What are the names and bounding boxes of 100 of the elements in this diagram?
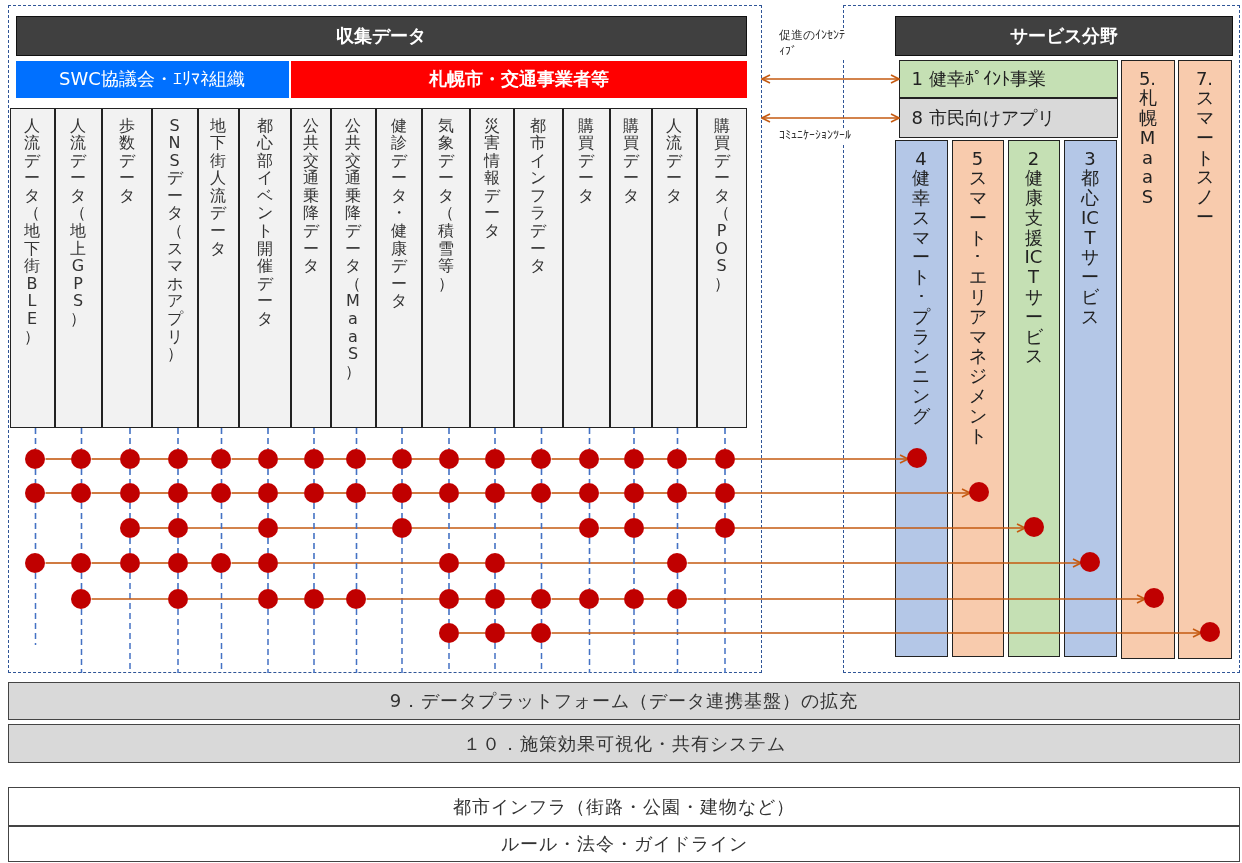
data-dot bbox=[303, 482, 324, 503]
node-text: 8 市民向けアプリ bbox=[911, 105, 1055, 130]
node-text: 9．データプラットフォーム（データ連携基盤）の拡充 bbox=[389, 689, 859, 713]
data-dot bbox=[25, 482, 45, 503]
dashed-line bbox=[355, 468, 358, 484]
data-dot bbox=[257, 482, 278, 503]
dashed-line bbox=[494, 468, 496, 484]
node-text: 購買データ bbox=[622, 116, 639, 205]
node-text: 健診データ・健康データ bbox=[390, 116, 407, 311]
data-dot bbox=[579, 482, 599, 503]
node-text: SWC協議会・ｴﾘﾏﾈ組織 bbox=[59, 67, 245, 91]
dashed-line bbox=[177, 572, 179, 590]
data-dot bbox=[257, 517, 278, 538]
data-column bbox=[9, 107, 55, 428]
data-dot bbox=[438, 448, 459, 469]
data-column bbox=[513, 107, 563, 428]
dashed-line bbox=[494, 427, 496, 450]
dashed-line bbox=[177, 537, 179, 554]
dashed-line bbox=[220, 427, 223, 450]
dashed-line bbox=[267, 537, 269, 554]
service-box bbox=[898, 59, 1118, 98]
data-dot bbox=[167, 482, 188, 503]
node-text: 人流データ（地上GPS） bbox=[70, 116, 86, 328]
data-dot bbox=[484, 622, 505, 643]
data-column bbox=[696, 107, 747, 428]
data-dot bbox=[211, 552, 231, 573]
node-text: 5.札幌MaaS bbox=[1138, 68, 1157, 208]
data-dot bbox=[303, 588, 324, 609]
node-text: 1 健幸ﾎﾟｲﾝﾄ事業 bbox=[911, 66, 1046, 91]
data-dot bbox=[438, 622, 459, 643]
data-column bbox=[290, 107, 331, 428]
data-dot bbox=[623, 482, 644, 503]
node-text: 購買データ（POS） bbox=[713, 116, 730, 293]
dashed-line bbox=[448, 572, 450, 590]
service-column bbox=[1063, 139, 1117, 657]
data-dot bbox=[346, 588, 366, 609]
dashed-line bbox=[448, 608, 450, 624]
data-dot bbox=[119, 517, 140, 538]
dashed-line bbox=[267, 572, 269, 590]
dashed-line bbox=[724, 427, 726, 450]
node-text: 公共交通乗降データ bbox=[302, 116, 319, 275]
data-dot bbox=[71, 588, 91, 609]
dashed-line bbox=[588, 427, 591, 450]
data-column bbox=[101, 107, 152, 428]
foundation-bar bbox=[8, 826, 1240, 862]
dashed-line bbox=[540, 502, 543, 590]
data-dot bbox=[167, 588, 188, 609]
node-text: 収集データ bbox=[336, 23, 426, 48]
data-dot bbox=[211, 448, 231, 469]
dashed-line bbox=[676, 427, 679, 450]
data-dot bbox=[211, 482, 231, 503]
dashed-line bbox=[676, 572, 679, 590]
category-band bbox=[290, 60, 747, 98]
data-dot bbox=[484, 588, 505, 609]
data-dot bbox=[257, 588, 278, 609]
data-dot bbox=[667, 588, 687, 609]
dashed-line bbox=[267, 468, 269, 484]
data-dot bbox=[484, 482, 505, 503]
data-dot bbox=[484, 448, 505, 469]
data-dot bbox=[531, 622, 551, 643]
node-text: 都市インフラデータ bbox=[530, 116, 546, 275]
data-dot bbox=[907, 448, 927, 468]
data-dot bbox=[438, 482, 459, 503]
data-column bbox=[197, 107, 239, 428]
dashed-group-frame bbox=[843, 5, 1240, 673]
data-dot bbox=[1080, 552, 1100, 572]
node-text: 札幌市・交通事業者等 bbox=[428, 67, 609, 91]
dashed-line bbox=[355, 427, 358, 450]
data-dot bbox=[667, 482, 687, 503]
data-dot bbox=[303, 448, 324, 469]
data-column bbox=[330, 107, 376, 428]
dashed-line bbox=[633, 502, 635, 519]
dashed-line bbox=[220, 468, 223, 484]
data-dot bbox=[257, 552, 278, 573]
node-text: SNSデータ（スマホアプリ） bbox=[166, 116, 183, 363]
data-dot bbox=[119, 552, 140, 573]
dashed-group-frame bbox=[8, 5, 762, 673]
data-dot bbox=[623, 517, 644, 538]
data-dot bbox=[167, 552, 188, 573]
data-dot bbox=[579, 588, 599, 609]
data-dot bbox=[667, 448, 687, 469]
data-column bbox=[609, 107, 652, 428]
node-text: 公共交通乗降データ（MaaS） bbox=[345, 116, 361, 381]
dashed-line bbox=[80, 572, 83, 590]
data-dot bbox=[623, 588, 644, 609]
data-dot bbox=[346, 448, 366, 469]
data-dot bbox=[119, 482, 140, 503]
node-text: 購買データ bbox=[578, 116, 594, 205]
data-dot bbox=[714, 448, 735, 469]
dashed-line bbox=[540, 427, 543, 450]
arrow bbox=[550, 628, 1202, 638]
dashed-line bbox=[448, 468, 450, 484]
dashed-line bbox=[724, 502, 726, 519]
service-column bbox=[1177, 59, 1232, 659]
data-dot bbox=[25, 552, 45, 573]
node-text: 3都心ICTサービス bbox=[1081, 148, 1099, 327]
dashed-line bbox=[313, 502, 315, 590]
dashed-line bbox=[80, 427, 83, 450]
dashed-line bbox=[313, 427, 315, 450]
data-column bbox=[651, 107, 697, 428]
